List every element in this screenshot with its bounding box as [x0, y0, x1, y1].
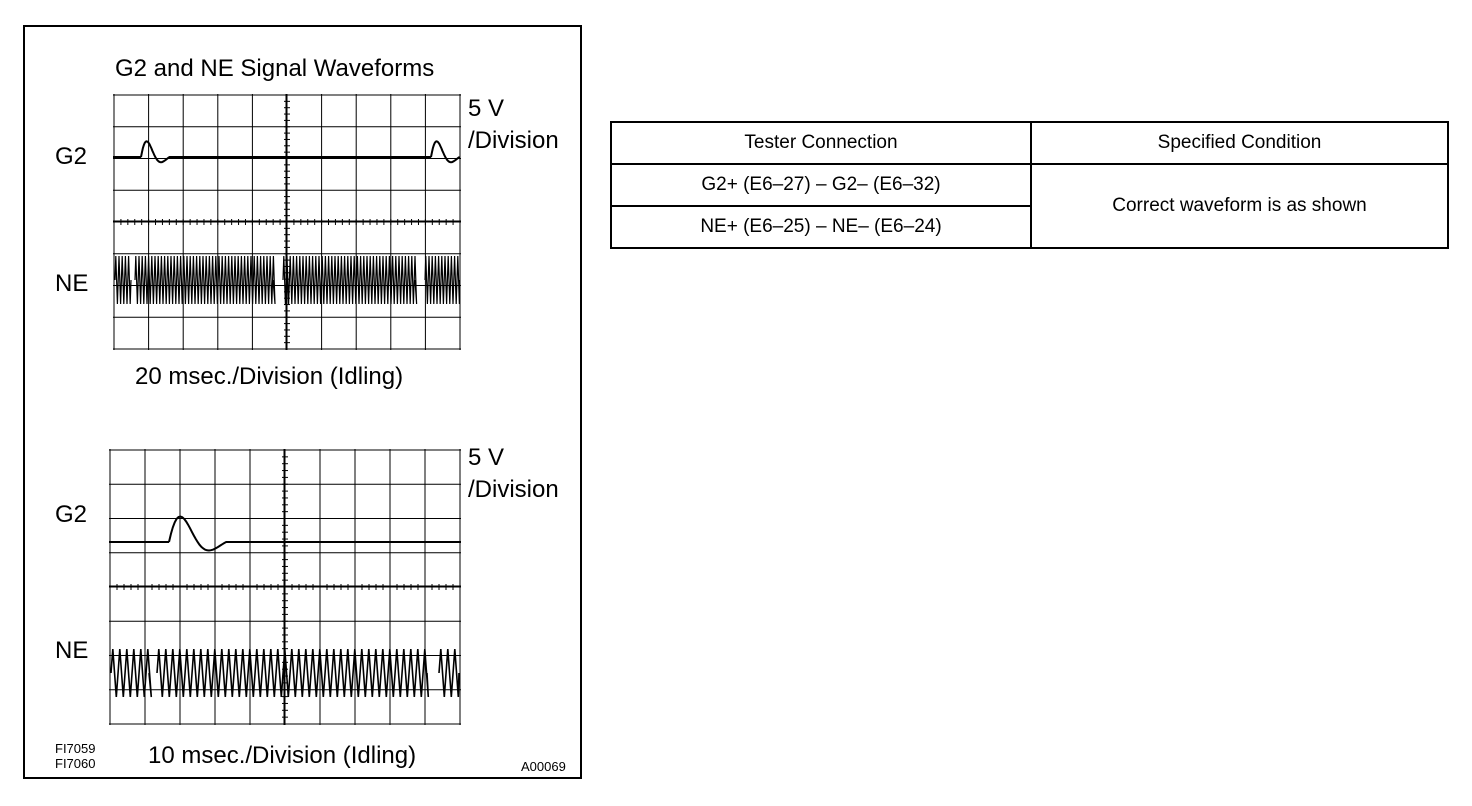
timebase-label-bottom: 10 msec./Division (Idling) — [148, 742, 417, 769]
volts-value: 5 V — [468, 95, 505, 122]
volts-unit: /Division — [468, 476, 559, 503]
table-row: G2+ (E6–27) – G2– (E6–32) Correct wavefo… — [610, 163, 1449, 249]
header-tester-connection: Tester Connection — [610, 121, 1032, 165]
figure-code: FI7060 — [55, 756, 96, 771]
volts-value: 5 V — [468, 444, 505, 471]
channel-label-g2: G2 — [55, 143, 88, 170]
figure-title: G2 and NE Signal Waveforms — [115, 55, 435, 82]
graticule — [113, 94, 461, 350]
volts-per-division-bottom: 5 V /Division — [468, 442, 559, 506]
timebase-label-top: 20 msec./Division (Idling) — [135, 363, 404, 390]
header-specified-condition: Specified Condition — [1030, 121, 1449, 165]
table-header-row: Tester Connection Specified Condition — [610, 121, 1449, 165]
specified-condition-cell: Correct waveform is as shown — [1030, 163, 1449, 249]
oscilloscope-screen-bottom — [109, 449, 461, 725]
ne-waveform — [110, 648, 460, 698]
g2-waveform — [113, 140, 461, 164]
figure-codes: FI7059 FI7060 — [55, 741, 95, 771]
waveform-figure: G2 and NE Signal Waveforms G2 NE 5 V /Di… — [23, 25, 582, 779]
oscilloscope-screen-top — [113, 94, 461, 350]
channel-label-ne: NE — [55, 270, 89, 297]
tester-connection-g2: G2+ (E6–27) – G2– (E6–32) — [610, 163, 1032, 207]
graticule — [109, 449, 461, 725]
channel-label-g2: G2 — [55, 501, 88, 528]
figure-id: A00069 — [521, 759, 566, 774]
figure-code: FI7059 — [55, 741, 96, 756]
g2-waveform — [109, 515, 461, 552]
table-row: NE+ (E6–25) – NE– (E6–24) — [610, 205, 1448, 249]
volts-unit: /Division — [468, 127, 559, 154]
tester-connection-ne: NE+ (E6–25) – NE– (E6–24) — [610, 205, 1032, 249]
volts-per-division-top: 5 V /Division — [468, 93, 559, 157]
spec-table: Tester Connection Specified Condition G2… — [610, 121, 1449, 249]
channel-label-ne: NE — [55, 637, 89, 664]
oscilloscope-grid-top — [113, 94, 461, 350]
oscilloscope-grid-bottom — [109, 449, 461, 725]
ne-waveform — [114, 255, 460, 305]
